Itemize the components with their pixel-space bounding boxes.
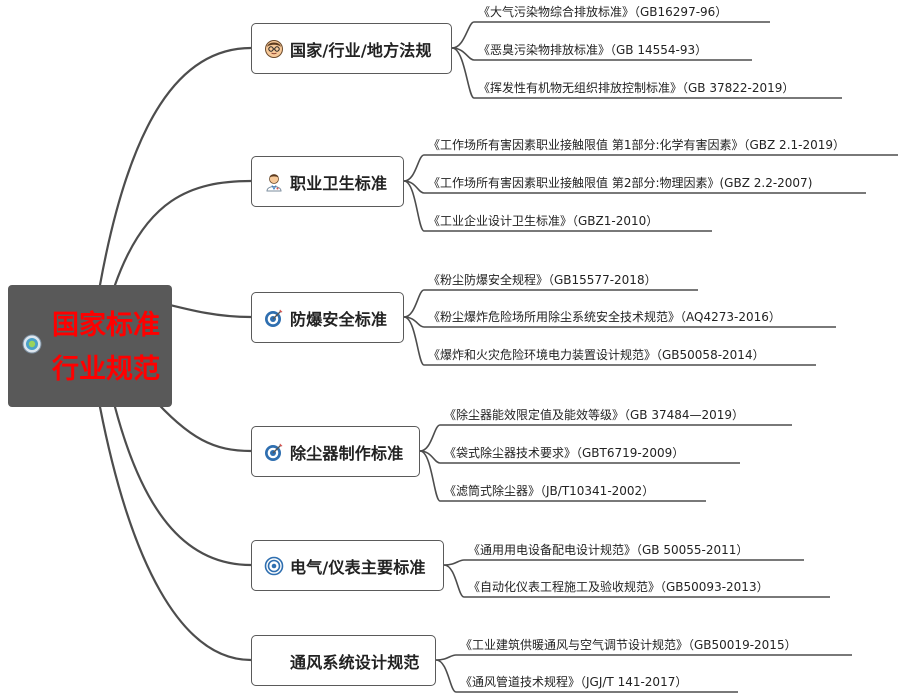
branch-occupational-health[interactable]: 职业卫生标准	[251, 156, 404, 207]
leaf-item[interactable]: 《工作场所有害因素职业接触限值 第2部分:物理因素》(GBZ 2.2-2007)	[428, 176, 813, 190]
branch-label: 职业卫生标准	[290, 173, 388, 193]
leaf-connector	[443, 564, 830, 598]
branch-label: 除尘器制作标准	[290, 443, 404, 463]
leaf-item[interactable]: 《自动化仪表工程施工及验收规范》（GB50093-2013）	[468, 580, 769, 594]
leaf-item[interactable]: 《袋式除尘器技术要求》（GBT6719-2009）	[444, 446, 685, 460]
leaf-connector	[403, 180, 712, 232]
root-branch-connector	[148, 393, 253, 453]
root-title-line2: 行业规范	[52, 354, 160, 385]
branch-electrical[interactable]: 电气/仪表主要标准	[251, 540, 444, 591]
leaf-item[interactable]: 《滤筒式除尘器》（JB/T10341-2002）	[444, 484, 655, 498]
branch-explosion-safety[interactable]: 防爆安全标准	[251, 292, 404, 343]
leaf-item[interactable]: 《爆炸和火灾危险环境电力装置设计规范》（GB50058-2014）	[428, 348, 765, 362]
dart-icon	[265, 309, 283, 327]
leaf-connector	[451, 47, 752, 61]
leaf-item[interactable]: 《工业建筑供暖通风与空气调节设计规范》（GB50019-2015）	[460, 638, 797, 652]
target-icon	[22, 334, 42, 354]
leaf-item[interactable]: 《通用用电设备配电设计规范》（GB 50055-2011）	[468, 543, 749, 557]
root-branch-connector	[113, 405, 253, 567]
leaf-connector	[435, 654, 852, 661]
leaf-connector	[403, 316, 836, 328]
branch-label: 通风系统设计规范	[290, 652, 420, 672]
leaf-item[interactable]: 《除尘器能效限定值及能效等级》（GB 37484—2019）	[444, 408, 745, 422]
branch-regulations[interactable]: 国家/行业/地方法规	[251, 23, 452, 74]
leaf-connector	[443, 559, 804, 566]
dart-icon	[265, 443, 283, 461]
leaf-connector	[403, 180, 866, 194]
leaf-connector	[435, 659, 738, 693]
leaf-item[interactable]: 《工作场所有害因素职业接触限值 第1部分:化学有害因素》（GBZ 2.1-201…	[428, 138, 846, 152]
doctor-icon	[266, 173, 282, 191]
leaf-item[interactable]: 《通风管道技术规程》（JGJ/T 141-2017）	[460, 675, 688, 689]
leaf-connector	[451, 21, 770, 49]
leaf-connector	[419, 450, 706, 502]
root-node[interactable]: 国家标准 行业规范	[8, 285, 172, 407]
root-branch-connector	[113, 179, 253, 287]
root-branch-connector	[98, 46, 253, 287]
target-icon	[264, 556, 284, 575]
branch-ventilation[interactable]: 通风系统设计规范	[251, 635, 436, 686]
leaf-connector	[403, 154, 898, 182]
leaf-connector	[419, 450, 740, 464]
leaf-item[interactable]: 《工业企业设计卫生标准》（GBZ1-2010）	[428, 214, 659, 228]
branch-label: 防爆安全标准	[290, 309, 388, 329]
leaf-connector	[403, 316, 816, 366]
leaf-item[interactable]: 《恶臭污染物排放标准》（GB 14554-93）	[478, 43, 708, 57]
leaf-item[interactable]: 《粉尘爆炸危险场所用除尘系统安全技术规范》（AQ4273-2016）	[428, 310, 781, 324]
root-branch-connector	[98, 405, 253, 662]
face-icon	[265, 39, 283, 58]
branch-label: 国家/行业/地方法规	[290, 40, 432, 60]
branch-dust-collector[interactable]: 除尘器制作标准	[251, 426, 420, 477]
branch-label: 电气/仪表主要标准	[290, 557, 426, 577]
leaf-connector	[451, 47, 842, 99]
leaf-item[interactable]: 《挥发性有机物无组织排放控制标准》（GB 37822-2019）	[478, 81, 795, 95]
leaf-connector	[403, 289, 698, 318]
root-title-line1: 国家标准	[52, 310, 160, 341]
leaf-item[interactable]: 《粉尘防爆安全规程》（GB15577-2018）	[428, 273, 657, 287]
leaf-connector	[419, 424, 792, 452]
leaf-item[interactable]: 《大气污染物综合排放标准》（GB16297-96）	[478, 5, 728, 19]
